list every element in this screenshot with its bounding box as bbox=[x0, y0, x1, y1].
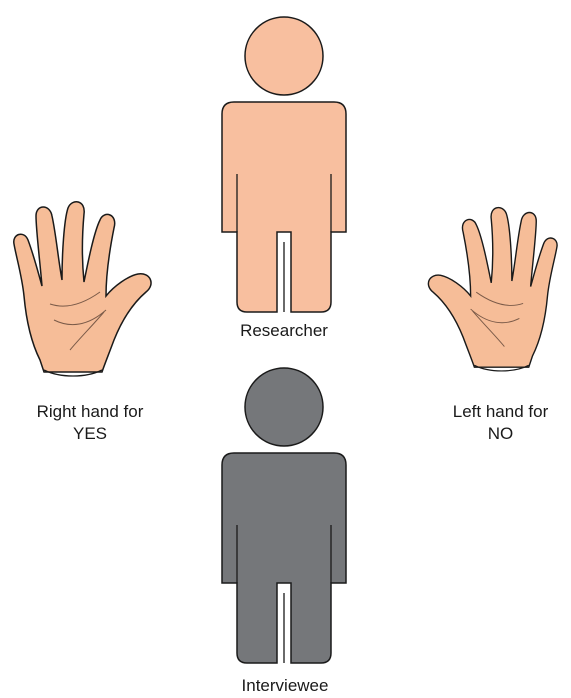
left-hand-shape bbox=[428, 208, 557, 368]
right-hand-shape bbox=[14, 202, 151, 372]
left-hand-no bbox=[420, 200, 570, 390]
researcher-head bbox=[245, 17, 323, 95]
interviewee-figure bbox=[218, 365, 350, 667]
researcher-label: Researcher bbox=[218, 320, 350, 342]
left-hand-label: Left hand for NO bbox=[430, 401, 571, 445]
right-hand-label-line1: Right hand for bbox=[0, 401, 180, 423]
interviewee-label: Interviewee bbox=[200, 675, 370, 697]
left-hand-label-line2: NO bbox=[430, 423, 571, 445]
right-hand-label-line2: YES bbox=[0, 423, 180, 445]
right-hand-yes bbox=[10, 200, 170, 390]
interviewee-head bbox=[245, 368, 323, 446]
left-hand-label-line1: Left hand for bbox=[430, 401, 571, 423]
right-hand-label: Right hand for YES bbox=[0, 401, 180, 445]
researcher-figure bbox=[218, 14, 350, 316]
